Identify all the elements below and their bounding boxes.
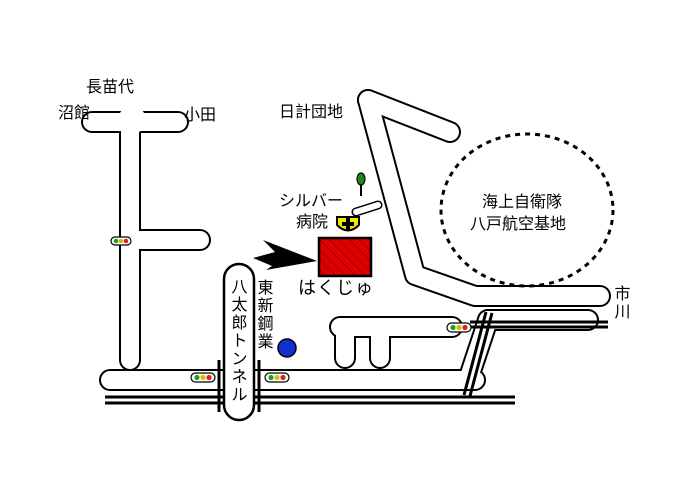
label-silver-hospital-1: シルバー [279, 191, 344, 210]
airbase-boundary [439, 132, 615, 288]
label-airbase-1: 海上自衛隊 [482, 192, 563, 211]
label-nagadai: 長苗代 [86, 77, 135, 96]
label-oda: 小田 [184, 105, 217, 124]
label-hibakari-danchi: 日計団地 [279, 102, 344, 121]
destination-arrow [253, 240, 317, 270]
label-hachitaro-tunnel: 八太郎トンネル [231, 277, 248, 404]
company-marker [277, 338, 297, 358]
label-silver-hospital-2: 病院 [296, 212, 329, 231]
traffic-signal [446, 322, 472, 333]
railway [105, 311, 608, 405]
tree-icon [356, 172, 366, 196]
label-numadate: 沼館 [58, 103, 91, 122]
tunnel-outline [222, 262, 256, 422]
traffic-signal [190, 372, 216, 383]
label-airbase-2: 八戸航空基地 [470, 214, 567, 233]
traffic-signal [110, 236, 132, 246]
traffic-signal [264, 372, 290, 383]
hospital-icon [336, 216, 360, 232]
label-higashi-shin-kougyou: 東新鋼業 [257, 278, 274, 351]
label-ichikawa: 市川 [614, 284, 631, 321]
label-hakuju: はくじゅ [298, 278, 374, 299]
hakuju-building [317, 236, 373, 278]
